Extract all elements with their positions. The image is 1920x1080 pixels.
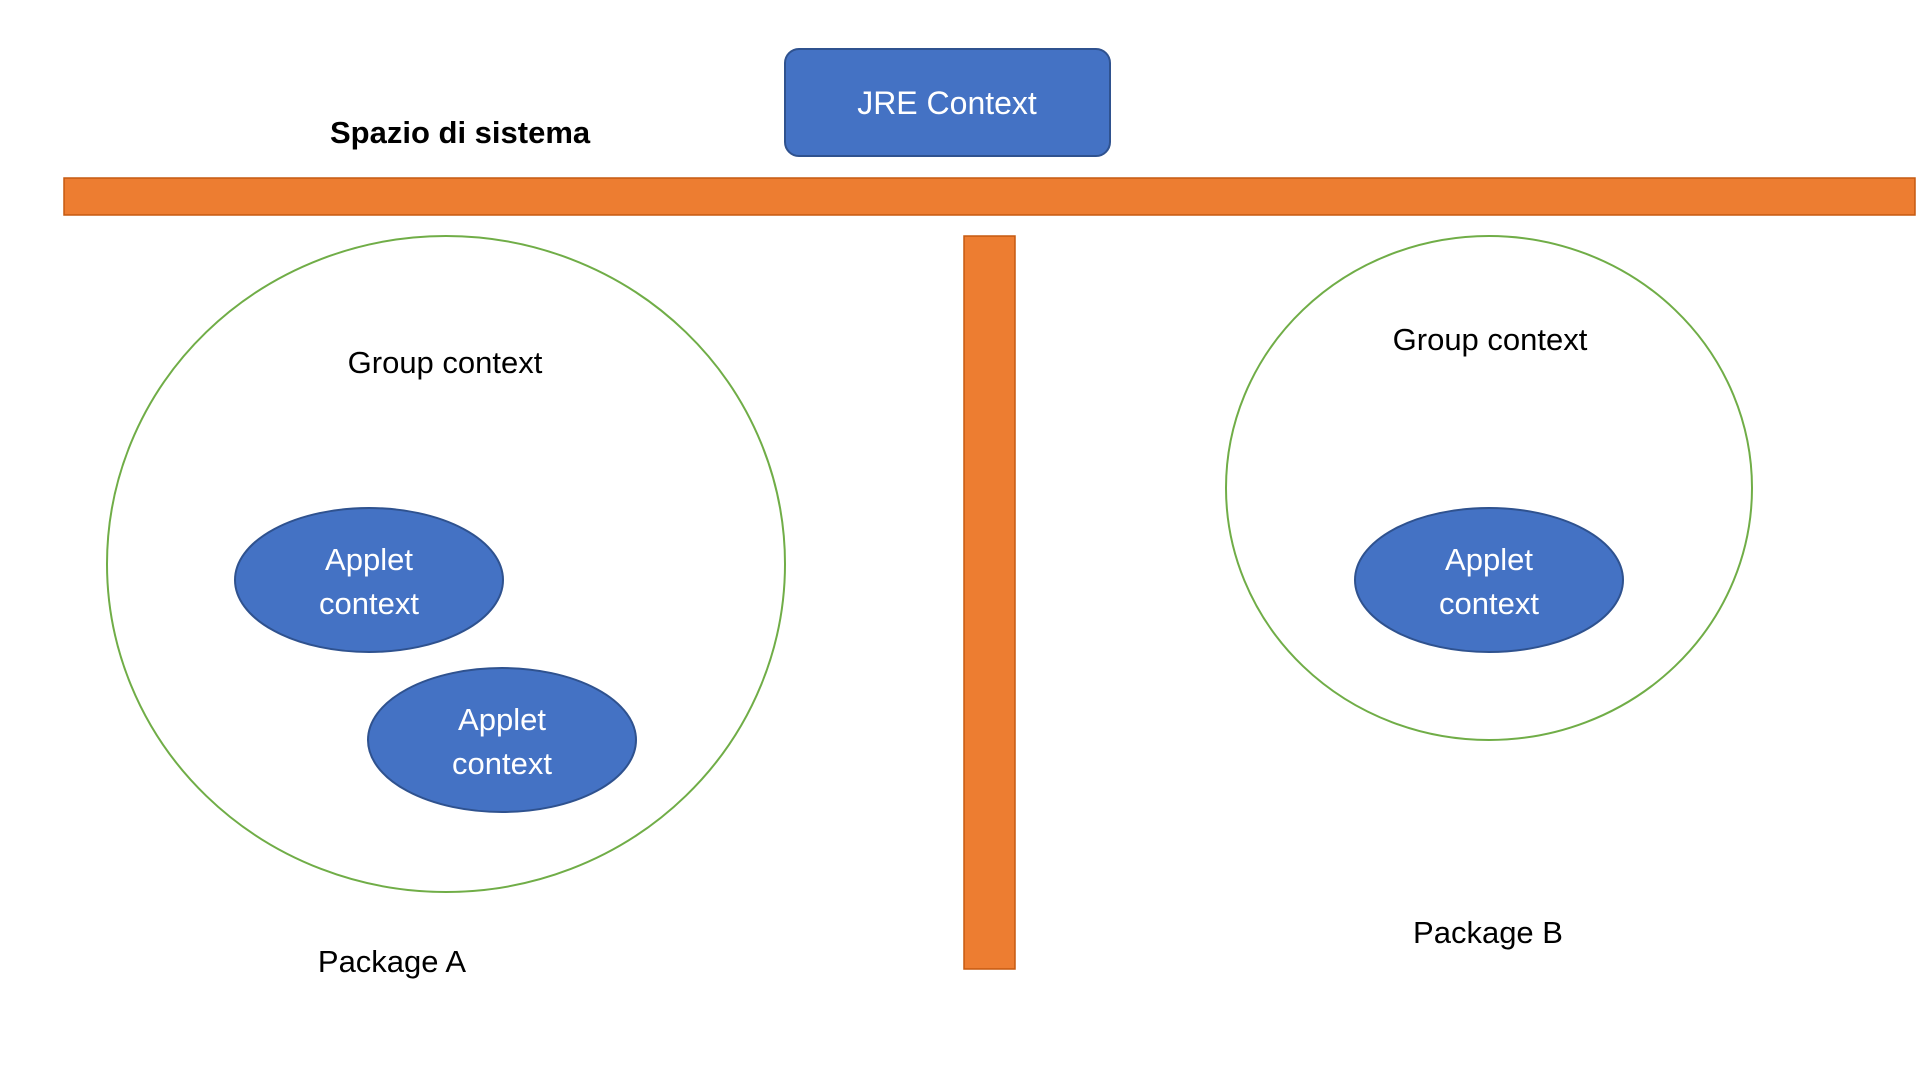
applet-context-ellipse bbox=[1354, 507, 1624, 653]
package-b-applet-context-1: Applet context bbox=[1354, 507, 1624, 653]
jre-context-shape bbox=[784, 48, 1111, 157]
package-a-applet-context-1: Applet context bbox=[234, 507, 504, 653]
applet-context-label-line2: context bbox=[452, 746, 552, 781]
applet-context-label-line1: Applet bbox=[325, 542, 413, 577]
applet-context-label-line1: Applet bbox=[1445, 542, 1533, 577]
applet-context-ellipse bbox=[234, 507, 504, 653]
package-b-group-context-label: Group context bbox=[1393, 322, 1588, 357]
package-a-group-context-label: Group context bbox=[348, 345, 543, 380]
applet-context-label-line2: context bbox=[1439, 586, 1539, 621]
package-a-group: Group context Applet context Applet cont… bbox=[106, 235, 786, 893]
package-a-group-context-circle bbox=[106, 235, 786, 893]
jre-context-box: JRE Context bbox=[784, 48, 1111, 157]
package-b-group: Group context Applet context bbox=[1225, 235, 1753, 741]
package-a-applet-context-2: Applet context bbox=[367, 667, 637, 813]
applet-context-ellipse bbox=[367, 667, 637, 813]
package-a-label: Package A bbox=[318, 944, 467, 979]
package-b-label: Package B bbox=[1413, 915, 1563, 950]
horizontal-firewall-bar bbox=[63, 177, 1916, 216]
package-b-group-context-circle bbox=[1225, 235, 1753, 741]
jre-context-label: JRE Context bbox=[857, 85, 1037, 121]
applet-context-label-line2: context bbox=[319, 586, 419, 621]
vertical-firewall-bar bbox=[963, 235, 1016, 970]
system-space-label: Spazio di sistema bbox=[330, 115, 591, 150]
applet-context-label-line1: Applet bbox=[458, 702, 546, 737]
